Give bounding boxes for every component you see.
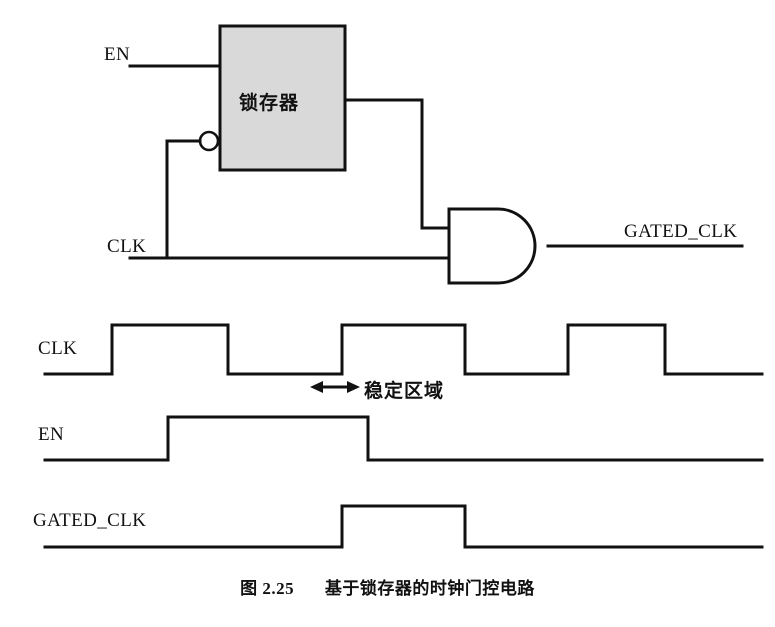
latch-block xyxy=(218,24,347,172)
waveform-label-gated-clk: GATED_CLK xyxy=(33,510,147,531)
figure-caption: 图 2.25 基于锁存器的时钟门控电路 xyxy=(0,574,775,599)
clock-inversion-bubble-icon xyxy=(198,130,220,152)
port-label-gated-clk: GATED_CLK xyxy=(624,221,738,242)
port-label-clk: CLK xyxy=(107,236,147,257)
and-gate-symbol xyxy=(447,207,537,285)
latch-label: 锁存器 xyxy=(239,92,300,114)
wire-latch-output-to-and xyxy=(343,98,451,230)
schematic-group xyxy=(128,24,744,285)
figure-caption-text: 基于锁存器的时钟门控电路 xyxy=(324,579,535,599)
waveform-clk xyxy=(43,323,764,376)
waveform-en xyxy=(43,415,764,462)
wire-clk-to-latch xyxy=(165,139,202,260)
figure-caption-number: 图 2.25 xyxy=(240,579,295,598)
waveform-gated-clk xyxy=(43,504,764,549)
stable-region-label: 稳定区域 xyxy=(364,380,445,402)
waveform-label-en: EN xyxy=(38,424,65,445)
stable-region-arrow xyxy=(310,381,360,393)
timing-diagram-group xyxy=(43,323,764,549)
waveform-label-clk: CLK xyxy=(38,338,78,359)
port-label-en: EN xyxy=(104,44,131,65)
